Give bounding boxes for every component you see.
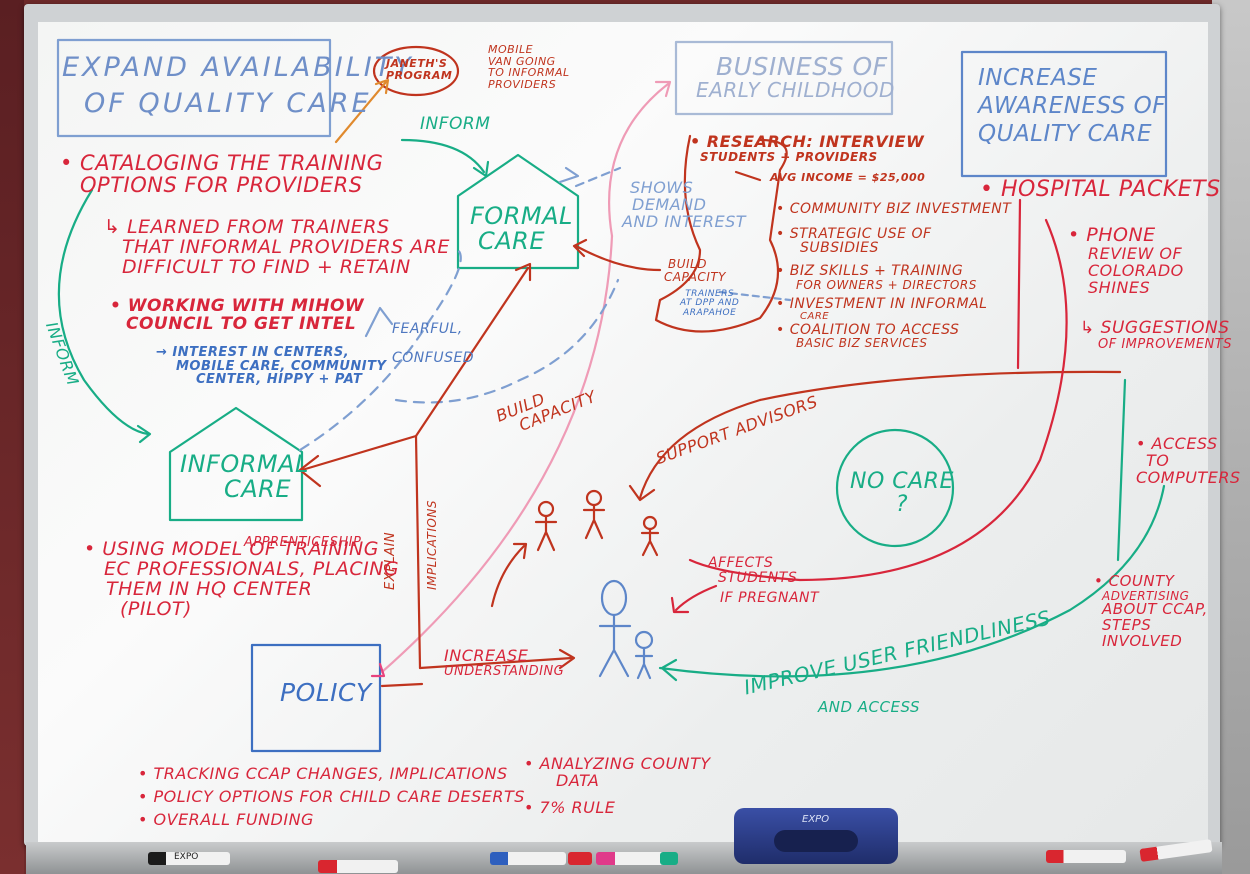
green-marker-cap [660,852,678,865]
red-marker-cap [568,852,592,865]
arrow-build-capacity-informal [300,434,418,472]
title-expand-availability: EXPAND AVAILABILITY OF QUALITY CARE [62,52,414,120]
implications-label: IMPLICATIONS [425,500,439,590]
arrow-right-icon: → [156,345,173,360]
red-marker-1[interactable] [318,860,398,873]
eraser-handle [774,830,858,852]
no-care-label: NO CARE ? [850,469,954,518]
stick-figures [534,489,660,557]
title-box-awareness [960,50,1168,178]
parent-child-figure [598,579,654,680]
using-model-note: • USING MODEL OF TRAINING EC PROFESSIONA… [84,538,400,620]
arrow-increase [418,656,574,670]
arrow-pink-policy [380,234,614,674]
formal-care-house [456,153,580,270]
arrow-pink-business [608,82,670,238]
phone-review-note: • PHONE REVIEW OF COLORADO SHINES [1068,224,1184,297]
corner-arrow-icon: ↳ [104,216,127,238]
formal-care-label: FORMAL CARE [470,202,573,256]
interest-note: → INTEREST IN CENTERS, MOBILE CARE, COMM… [156,345,387,388]
red-marker-2[interactable] [1046,850,1126,863]
learned-note: ↳ LEARNED FROM TRAINERS THAT INFORMAL PR… [104,216,450,278]
wall-left [0,0,24,874]
trainers-note: TRAINERS AT DPP AND ARAPAHOE [680,289,740,318]
corner-arrow-icon: ↳ [1080,318,1101,338]
title-line-1: EXPAND AVAILABILITY [62,52,414,83]
fearful-note: FEARFUL, CONFUSED [392,321,475,366]
tracking-list: • TRACKING CCAP CHANGES, IMPLICATIONS • … [138,764,525,829]
dashed-line-informal-formal [298,248,462,452]
arrow-build-capacity-formal [414,266,530,438]
build-capacity-note-1: BUILD CAPACITY [664,257,727,284]
biz-list: • COMMUNITY BIZ INVESTMENT • STRATEGIC U… [776,201,1012,351]
policy-label: POLICY [280,678,372,707]
arrow-inform-left [57,188,150,436]
title-business-early-childhood: BUSINESS OF EARLY CHILDHOOD [696,52,895,103]
whiteboard [38,22,1208,842]
line-explain [414,434,422,670]
research-note: • RESEARCH: INTERVIEW STUDENTS + PROVIDE… [690,132,925,164]
arrow-red-right-curve [688,218,1068,582]
and-access-label: AND ACCESS [818,698,920,716]
black-marker[interactable]: EXPO [148,852,230,865]
title-box-business [674,40,894,116]
working-note: • WORKING WITH MIHOW COUNCIL TO GET INTE… [110,296,365,334]
suggestions-note: ↳ SUGGESTIONS OF IMPROVEMENTS [1080,318,1232,352]
pink-marker[interactable] [596,852,676,865]
capacity-loop [654,134,788,333]
title-increase-awareness: INCREASE AWARENESS OF QUALITY CARE [978,65,1166,148]
county-note: • COUNTY ADVERTISING ABOUT CCAP, STEPS I… [1094,572,1208,650]
eraser-brand-label: EXPO [802,814,830,825]
title-box-expand [56,38,332,138]
whiteboard-eraser[interactable]: EXPO [734,808,898,864]
arrow-improve [658,484,1166,678]
policy-box [250,643,382,753]
no-care-circle [835,428,955,548]
cataloging-note: • CATALOGING THE TRAINING OPTIONS FOR PR… [60,151,384,198]
analyzing-list: • ANALYZING COUNTY DATA • 7% RULE [524,754,711,817]
arrow-support-advisors [638,370,1122,500]
dashed-line-fearful [394,278,620,404]
access-computers-note: • ACCESS TO COMPUTERS [1136,434,1241,487]
blue-marker[interactable] [490,852,566,865]
arrow-janeth [334,80,388,144]
increase-note: INCREASE UNDERSTANDING [444,646,565,679]
title-line-2: OF QUALITY CARE [84,88,372,120]
mobile-van-note: MOBILE VAN GOING TO INFORMAL PROVIDERS [488,43,570,91]
informal-care-house [168,406,304,522]
affects-note: AFFECTS STUDENTS IF PREGNANT [708,555,820,607]
inform-label-top: INFORM [420,114,491,134]
janeth-oval [372,45,460,97]
informal-care-label: INFORMAL CARE [180,450,309,504]
shows-demand-note: SHOWS DEMAND AND INTEREST [622,178,747,231]
janeth-program: JANETH'S PROGRAM [386,57,453,82]
avg-income-note: AVG INCOME = $25,000 [770,171,926,184]
apprenticeship-label: APPRENTICESHIP [244,535,362,550]
hospital-note: • HOSPITAL PACKETS [980,177,1221,202]
arrow-inform-top [400,138,486,174]
